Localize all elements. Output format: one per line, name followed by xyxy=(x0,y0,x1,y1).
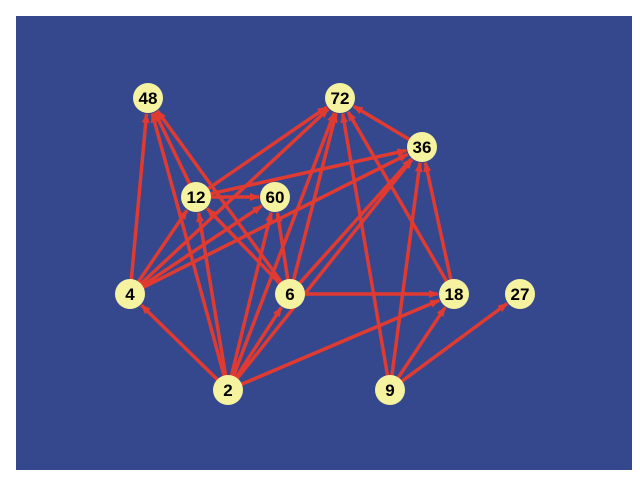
node-circle xyxy=(505,279,535,309)
node-48: 48 xyxy=(133,83,163,113)
node-circle xyxy=(407,132,437,162)
node-circle xyxy=(260,182,290,212)
node-18: 18 xyxy=(439,279,469,309)
node-label: 27 xyxy=(511,285,530,304)
edge-4-to-36 xyxy=(140,152,409,290)
edge-6-to-60 xyxy=(274,211,290,282)
node-12: 12 xyxy=(181,182,211,212)
node-label: 60 xyxy=(266,188,285,207)
edge-2-to-4 xyxy=(140,303,220,383)
node-circle xyxy=(213,375,243,405)
edge-4-to-48 xyxy=(129,112,150,282)
edge-6-to-72 xyxy=(291,112,338,282)
diagram-background xyxy=(16,16,632,470)
node-circle xyxy=(133,83,163,113)
edge-9-to-36 xyxy=(389,161,423,378)
edge-2-to-6 xyxy=(233,306,283,381)
edge-2-to-36 xyxy=(234,158,414,381)
edge-4-to-60 xyxy=(139,204,263,289)
edge-12-to-72 xyxy=(205,105,328,192)
node-label: 12 xyxy=(187,188,206,207)
edge-9-to-18 xyxy=(395,306,447,381)
node-label: 36 xyxy=(413,138,432,157)
node-label: 18 xyxy=(445,285,464,304)
node-2: 2 xyxy=(213,375,243,405)
edge-4-to-12 xyxy=(135,209,189,285)
edge-2-to-60 xyxy=(229,211,273,378)
node-label: 9 xyxy=(385,381,394,400)
node-circle xyxy=(325,83,355,113)
node-label: 6 xyxy=(285,285,294,304)
node-circle xyxy=(439,279,469,309)
node-circle xyxy=(375,375,405,405)
edge-6-to-36 xyxy=(297,157,413,286)
node-circle xyxy=(115,279,145,309)
edge-9-to-72 xyxy=(340,112,390,378)
node-label: 48 xyxy=(139,89,158,108)
node-72: 72 xyxy=(325,83,355,113)
node-27: 27 xyxy=(505,279,535,309)
node-layer: 48 72 36 12 60 4 6 18 27 2 9 xyxy=(115,83,535,405)
edge-6-to-12 xyxy=(205,207,283,286)
node-label: 4 xyxy=(125,285,135,304)
edge-layer xyxy=(129,104,509,387)
edge-2-to-48 xyxy=(150,112,227,378)
node-circle xyxy=(181,182,211,212)
node-circle xyxy=(275,279,305,309)
node-4: 4 xyxy=(115,279,145,309)
node-label: 2 xyxy=(223,381,232,400)
edge-12-to-48 xyxy=(153,111,192,187)
node-label: 72 xyxy=(331,89,350,108)
edge-9-to-27 xyxy=(399,302,509,384)
node-6: 6 xyxy=(275,279,305,309)
edge-18-to-72 xyxy=(346,110,449,284)
edge-2-to-18 xyxy=(239,298,441,387)
edge-36-to-72 xyxy=(352,104,412,142)
node-36: 36 xyxy=(407,132,437,162)
edge-18-to-36 xyxy=(423,161,453,282)
node-9: 9 xyxy=(375,375,405,405)
node-60: 60 xyxy=(260,182,290,212)
edge-2-to-12 xyxy=(196,211,228,378)
